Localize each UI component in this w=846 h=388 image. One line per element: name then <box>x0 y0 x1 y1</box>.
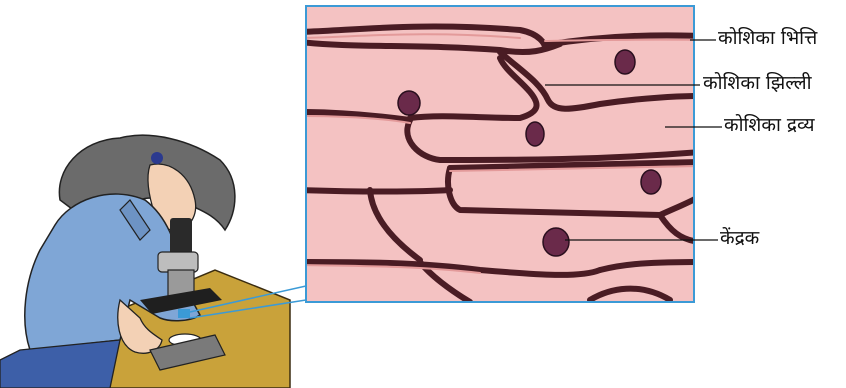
label-cytoplasm: कोशिका द्रव्य <box>724 116 815 135</box>
magnified-cells <box>300 6 700 302</box>
label-cell-membrane: कोशिका झिल्ली <box>703 74 812 93</box>
label-nucleus: केंद्रक <box>720 229 759 248</box>
label-cell-wall: कोशिका भित्ति <box>718 29 817 48</box>
